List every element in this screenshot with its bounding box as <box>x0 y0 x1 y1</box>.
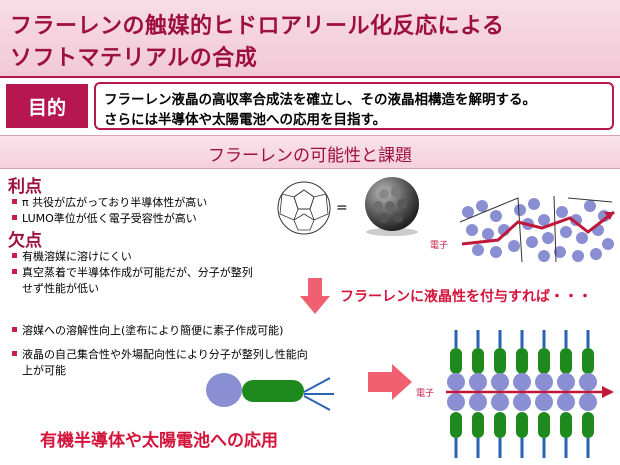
purpose-label: 目的 <box>6 84 88 128</box>
improvement-text: 溶媒への溶解性向上(塗布により簡便に素子作成可能) <box>22 324 284 337</box>
right-arrow-icon <box>368 364 412 400</box>
advantage-text: π 共役が広がっており半導体性が高い <box>22 196 208 209</box>
disadvantage-text: 真空蒸着で半導体作成が可能だが、分子が整列 <box>22 266 253 279</box>
ordered-liquid-crystal-icon <box>446 330 614 460</box>
liquid-crystal-molecule-icon <box>206 373 334 411</box>
disadvantage-continuation: せず性能が低い <box>22 282 99 295</box>
bullet-icon <box>12 215 17 220</box>
electron-label-bottom: 電子 <box>416 389 435 399</box>
disadvantage-item: 有機溶媒に溶けにくい <box>12 248 132 264</box>
bullet-icon <box>12 253 17 258</box>
section-header: フラーレンの可能性と課題 <box>0 135 620 169</box>
disordered-fullerene-icon <box>459 195 615 263</box>
section-header-text: フラーレンの可能性と課題 <box>208 146 412 166</box>
disadvantage-item: 真空蒸着で半導体作成が可能だが、分子が整列 <box>12 264 253 280</box>
disadvantage-text: 有機溶媒に溶けにくい <box>22 250 132 263</box>
title-line-2: ソフトマテリアルの合成 <box>10 46 258 71</box>
improvement-item: 溶媒への溶解性向上(塗布により簡便に素子作成可能) <box>12 322 283 338</box>
equals-sign: = <box>336 200 348 216</box>
purpose-line-1: フラーレン液晶の高収率合成法を確立し、その液晶相構造を解明する。 <box>104 92 536 108</box>
electron-label-top: 電子 <box>430 241 449 251</box>
advantages-heading: 利点 <box>8 177 42 197</box>
title-line-1: フラーレンの触媒的ヒドロアリール化反応による <box>10 14 505 39</box>
improvement-item: 液晶の自己集合性や外場配向性により分子が整列し性能向 <box>12 346 308 362</box>
bullet-icon <box>12 351 17 356</box>
improvement-text: 液晶の自己集合性や外場配向性により分子が整列し性能向 <box>22 348 308 361</box>
purpose-box: フラーレン液晶の高収率合成法を確立し、その液晶相構造を解明する。 さらには半導体… <box>94 82 614 130</box>
bullet-icon <box>12 199 17 204</box>
down-arrow-icon <box>300 278 330 314</box>
purpose-line-2: さらには半導体や太陽電池への応用を目指す。 <box>104 112 387 128</box>
liquid-crystal-prompt: フラーレンに液晶性を付与すれば・・・ <box>340 289 592 305</box>
advantage-text: LUMO準位が低く電子受容性が高い <box>22 212 197 225</box>
improvement-continuation: 上が可能 <box>22 364 66 377</box>
purpose-row: 目的 フラーレン液晶の高収率合成法を確立し、その液晶相構造を解明する。 さらには… <box>0 80 620 132</box>
bullet-icon <box>12 327 17 332</box>
advantage-item: π 共役が広がっており半導体性が高い <box>12 194 207 210</box>
disadvantages-heading: 欠点 <box>8 231 42 251</box>
c60-wireframe-icon <box>277 181 331 235</box>
application-text: 有機半導体や太陽電池への応用 <box>40 431 278 451</box>
title-banner: フラーレンの触媒的ヒドロアリール化反応による ソフトマテリアルの合成 <box>0 0 620 78</box>
bullet-icon <box>12 269 17 274</box>
c60-sphere-icon <box>365 177 419 236</box>
advantage-item: LUMO準位が低く電子受容性が高い <box>12 210 197 226</box>
